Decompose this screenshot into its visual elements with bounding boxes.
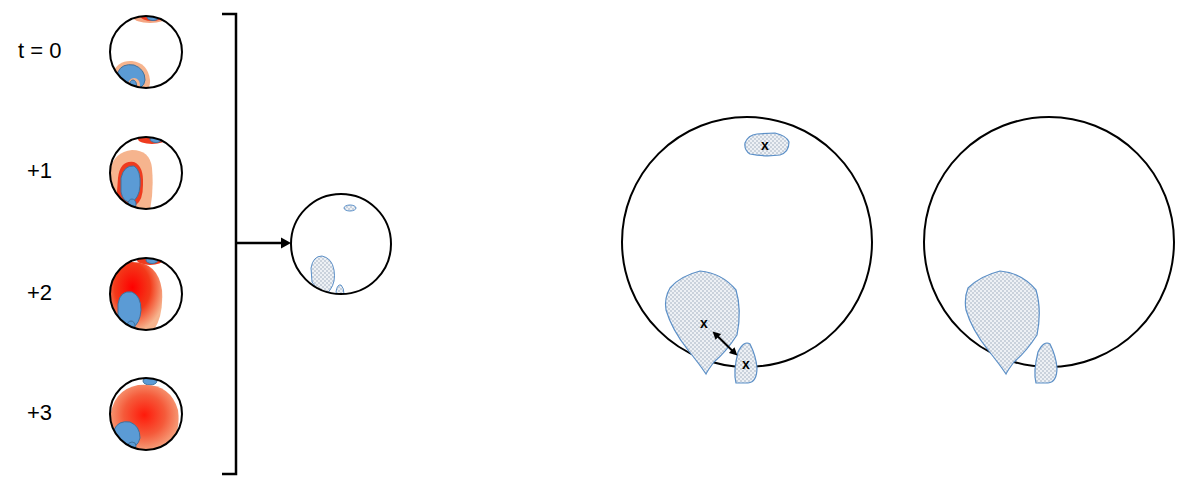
centroid-mark: x [700, 316, 708, 330]
heatmap-frame [110, 134, 166, 210]
frame-circle [291, 194, 391, 294]
region-blob [965, 271, 1039, 374]
frame-circle [110, 258, 182, 330]
arrow-head [281, 238, 291, 249]
time-label: +3 [27, 402, 52, 424]
frame-circle [110, 16, 182, 88]
heatmap-frame [108, 255, 163, 335]
frame-circle [110, 137, 182, 209]
region-blob: x [664, 269, 743, 376]
centroid-mark: x [742, 357, 750, 371]
bracket [222, 14, 236, 474]
time-label: +2 [27, 282, 52, 304]
time-label: t = 0 [18, 40, 61, 62]
map-circle [622, 117, 872, 367]
region-blob: x [731, 338, 759, 385]
region-blob: x [741, 131, 791, 158]
time-label: +1 [27, 160, 52, 182]
frame-circle [110, 378, 182, 450]
centroid-mark: x [761, 138, 769, 152]
map-circle [924, 117, 1174, 367]
combined-map [311, 205, 356, 298]
region-blob [1035, 343, 1057, 383]
arrow-line [236, 242, 282, 245]
heatmap-frame [112, 11, 167, 92]
